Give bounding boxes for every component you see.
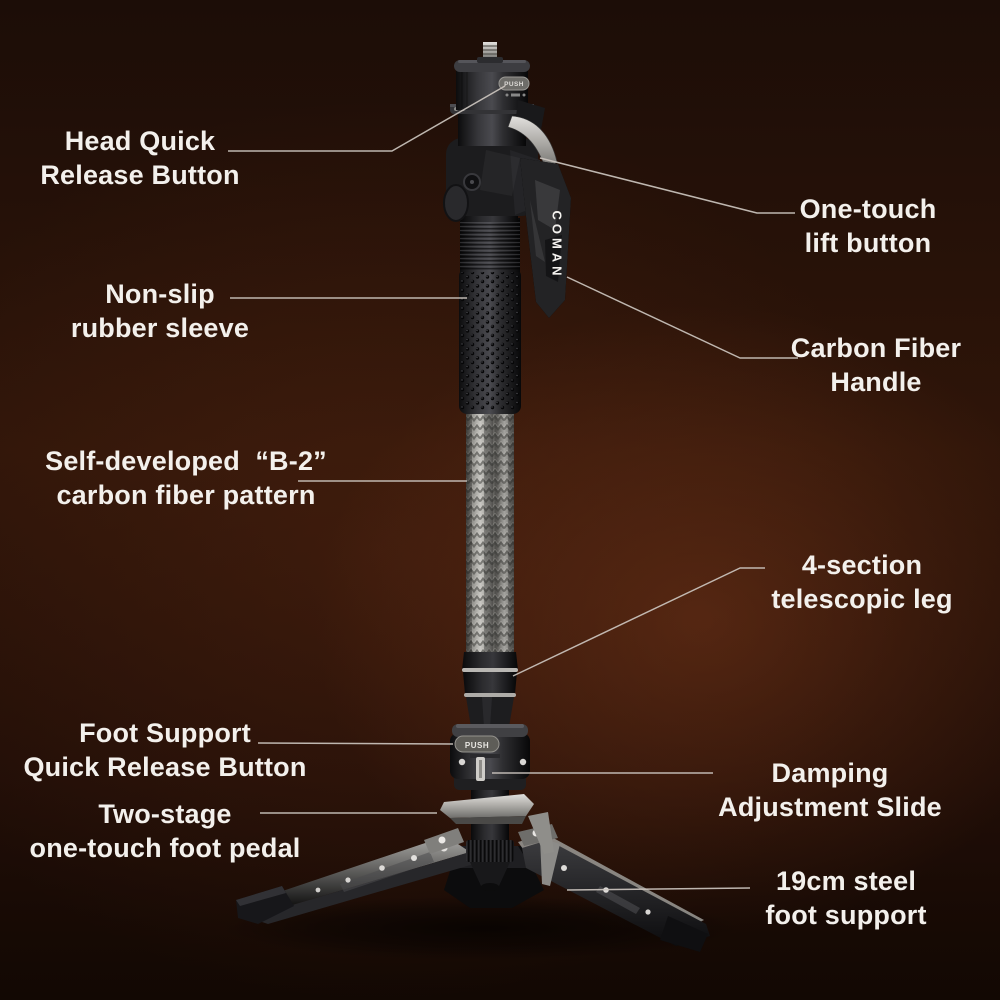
callout-b2-pattern: Self-developed “B-2” carbon fiber patter… (26, 444, 346, 512)
callout-line: Carbon Fiber (790, 333, 962, 363)
callout-line: Non-slip (105, 279, 215, 309)
callout-line: 19cm steel (775, 866, 917, 896)
callout-line: one-touch foot pedal (29, 833, 301, 863)
callout-foot-quick-release: Foot Support Quick Release Button (5, 716, 325, 784)
callout-line: Head Quick (64, 126, 216, 156)
brand-label: COMAN (550, 210, 565, 279)
callout-one-touch-lift: One-touch lift button (748, 192, 988, 260)
foot-pedal (440, 794, 554, 854)
callout-line: Release Button (40, 160, 240, 190)
left-foot-pad (236, 886, 294, 924)
callout-line: Adjustment Slide (718, 792, 942, 822)
callout-line: Two-stage (98, 799, 232, 829)
twist-lock-collar (462, 652, 518, 727)
lift-lever (507, 100, 558, 171)
leader-one-touch-lift (539, 157, 795, 214)
callout-line: One-touch (799, 194, 937, 224)
callout-line: 4-section (801, 550, 923, 580)
callout-non-slip-sleeve: Non-slip rubber sleeve (20, 277, 300, 345)
leader-steel-foot-support (566, 887, 751, 891)
head-push-button-label: PUSH (504, 81, 524, 88)
carbon-fiber-tube (464, 404, 516, 658)
foot-push-button (454, 735, 500, 753)
callout-two-stage-pedal: Two-stage one-touch foot pedal (5, 797, 325, 865)
callout-head-quick-release: Head Quick Release Button (0, 124, 280, 192)
callout-line: carbon fiber pattern (56, 480, 316, 510)
callout-line: telescopic leg (771, 584, 953, 614)
callout-carbon-fiber-handle: Carbon Fiber Handle (756, 331, 996, 399)
callout-line: rubber sleeve (70, 313, 250, 343)
ribbed-grip (460, 218, 520, 272)
ground-shadow (220, 896, 740, 960)
right-foot-pad (660, 916, 708, 952)
callout-line: lift button (804, 228, 932, 258)
callout-line: foot support (765, 900, 927, 930)
callout-damping-slide: Damping Adjustment Slide (700, 756, 960, 824)
leader-carbon-handle (566, 276, 798, 359)
leader-telescopic-leg (512, 567, 765, 677)
head-push-button (498, 76, 530, 91)
carbon-handle: COMAN (520, 158, 571, 318)
callout-line: Self-developed “B-2” (45, 446, 327, 476)
foot-push-button-label: PUSH (465, 741, 489, 750)
leader-lines (228, 85, 798, 891)
foot-hub: PUSH (450, 724, 530, 790)
callout-telescopic-leg: 4-section telescopic leg (742, 548, 982, 616)
callout-line: Handle (830, 367, 922, 397)
mount-screw (477, 42, 503, 63)
leader-foot-quick-release (257, 742, 454, 745)
rubber-sleeve (459, 268, 521, 414)
tilt-joint (443, 138, 540, 222)
leader-head-quick-release (228, 85, 506, 152)
callout-steel-foot-support: 19cm steel foot support (726, 864, 966, 932)
callout-line: Foot Support (79, 718, 251, 748)
callout-line: Quick Release Button (23, 752, 307, 782)
callout-line: Damping (771, 758, 889, 788)
